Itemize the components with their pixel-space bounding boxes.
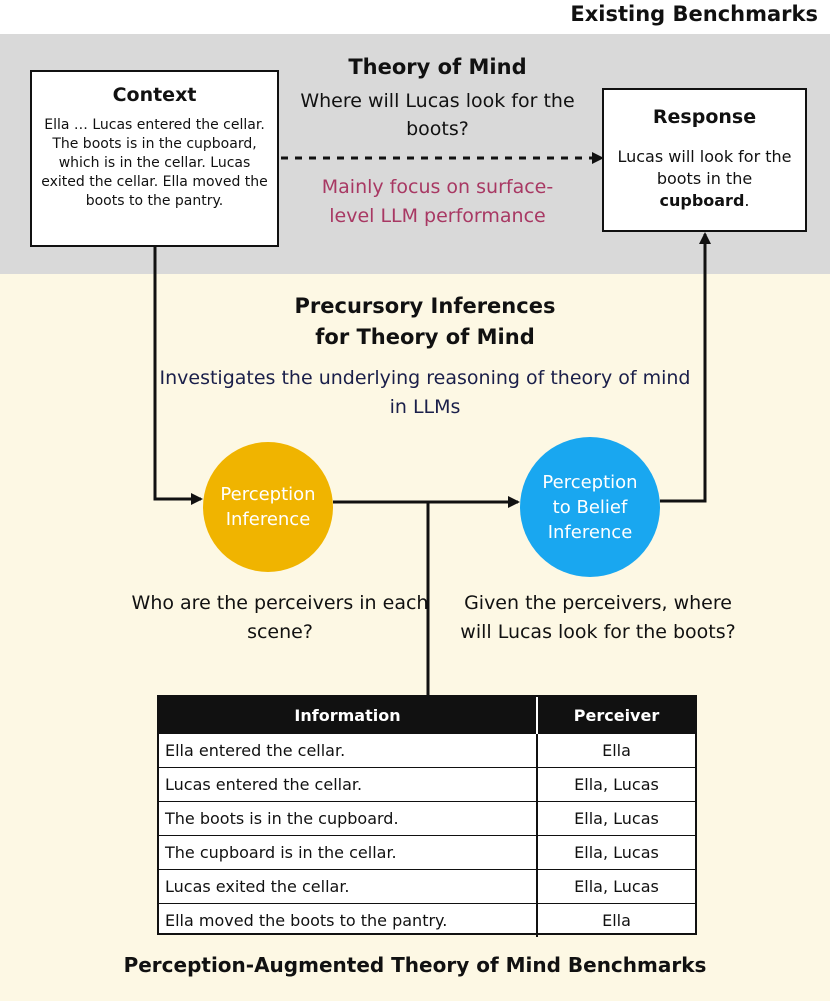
perceivers-question: Who are the perceivers in each scene? xyxy=(131,592,429,643)
arrow-context-to-perception xyxy=(153,247,203,505)
perceiver-cell: Ella, Lucas xyxy=(536,835,695,870)
perceiver-cell: Ella, Lucas xyxy=(536,801,695,836)
existing-benchmarks-label: Existing Benchmarks xyxy=(570,2,818,26)
perceiver-cell: Ella, Lucas xyxy=(536,869,695,904)
precursory-inferences-title: Precursory Inferences for Theory of Mind xyxy=(190,291,660,353)
header-perceiver: Perceiver xyxy=(536,697,695,734)
belief-node-line1: Perception xyxy=(542,471,638,493)
response-box: Response Lucas will look for the boots i… xyxy=(602,88,807,232)
surface-level-note: Mainly focus on surface-level LLM perfor… xyxy=(321,176,554,227)
header-information: Information xyxy=(159,697,537,734)
context-title: Context xyxy=(112,84,197,106)
information-cell: The boots is in the cupboard. xyxy=(159,801,537,836)
response-period: . xyxy=(744,191,750,210)
precursory-title-line2: for Theory of Mind xyxy=(315,325,535,349)
information-cell: The cupboard is in the cellar. xyxy=(159,835,537,870)
information-cell: Lucas entered the cellar. xyxy=(159,767,537,802)
belief-node-line3: Inference xyxy=(547,521,633,543)
perceiver-table: Information Perceiver Ella entered the c… xyxy=(157,695,697,937)
context-box: Context Ella … Lucas entered the cellar.… xyxy=(30,70,279,247)
table-row: Ella moved the boots to the pantry. Ella xyxy=(159,903,695,937)
perceiver-cell: Ella xyxy=(536,733,695,768)
table-row: The boots is in the cupboard. Ella, Luca… xyxy=(159,801,695,836)
belief-node-line2: to Belief xyxy=(552,496,628,518)
information-cell: Ella moved the boots to the pantry. xyxy=(159,903,537,937)
footer-title: Perception-Augmented Theory of Mind Benc… xyxy=(123,953,707,977)
table-row: Lucas entered the cellar. Ella, Lucas xyxy=(159,767,695,802)
precursory-title-line1: Precursory Inferences xyxy=(294,294,556,318)
response-text: Lucas will look for the boots in the xyxy=(617,147,792,188)
belief-question: Given the perceivers, where will Lucas l… xyxy=(460,592,736,643)
precursory-subtitle: Investigates the underlying reasoning of… xyxy=(159,367,691,418)
table-row: Ella entered the cellar. Ella xyxy=(159,733,695,768)
response-answer: cupboard xyxy=(659,191,745,210)
information-cell: Lucas exited the cellar. xyxy=(159,869,537,904)
arrow-belief-to-response xyxy=(660,232,711,503)
perceiver-cell: Ella xyxy=(536,903,695,937)
table-header-row: Information Perceiver xyxy=(159,697,695,734)
response-title: Response xyxy=(652,106,757,128)
perception-node-line2: Inference xyxy=(225,509,311,530)
context-body: Ella … Lucas entered the cellar. The boo… xyxy=(41,117,268,209)
theory-of-mind-title: Theory of Mind xyxy=(348,55,527,79)
response-body: Lucas will look for the boots in the cup… xyxy=(612,146,797,212)
perception-node-line1: Perception xyxy=(220,484,316,505)
theory-of-mind-question: Where will Lucas look for the boots? xyxy=(300,90,575,140)
information-cell: Ella entered the cellar. xyxy=(159,733,537,768)
table-row: The cupboard is in the cellar. Ella, Luc… xyxy=(159,835,695,870)
table-row: Lucas exited the cellar. Ella, Lucas xyxy=(159,869,695,904)
perception-to-belief-node: Perception to Belief Inference xyxy=(520,437,660,577)
perception-inference-node: Perception Inference xyxy=(203,442,333,572)
perceiver-cell: Ella, Lucas xyxy=(536,767,695,802)
